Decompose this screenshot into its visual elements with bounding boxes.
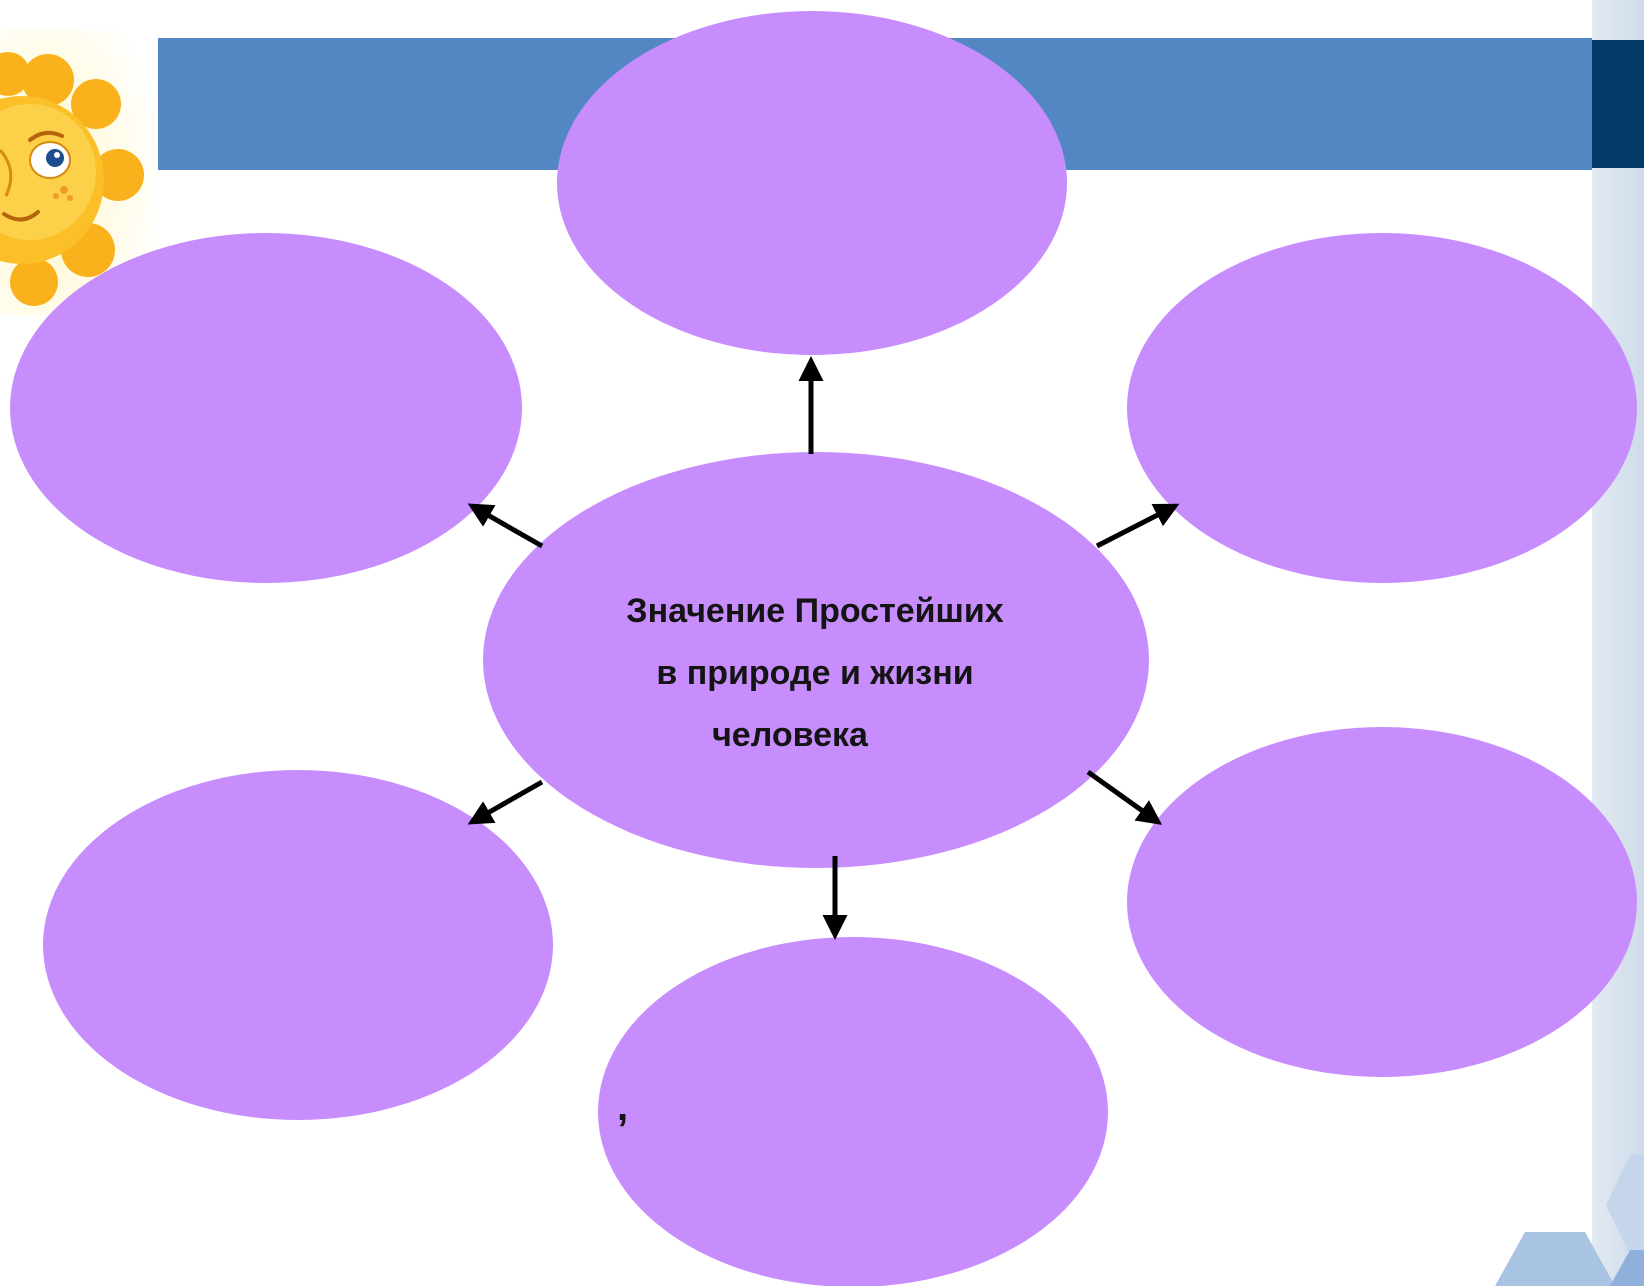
arrow-to-lower-right <box>1086 769 1163 825</box>
arrow-to-lower-left <box>467 779 544 825</box>
header-bar-dark <box>1592 40 1644 168</box>
node-lower-right <box>1127 727 1637 1077</box>
node-upper-left <box>10 233 522 583</box>
center-label-line-2: в природе и жизни <box>656 654 974 692</box>
center-label-line-3: человека <box>712 716 868 754</box>
node-lower-left <box>43 770 553 1120</box>
center-label-line-1: Значение Простейших <box>626 592 1004 630</box>
node-top <box>557 11 1067 355</box>
node-center <box>483 452 1149 868</box>
sun-mascot-icon <box>0 30 158 315</box>
connector-arrows <box>467 356 1180 940</box>
side-panel <box>1592 0 1644 1286</box>
node-bottom <box>598 937 1108 1286</box>
bottom-node-mark: , <box>617 1085 629 1129</box>
node-upper-right <box>1127 233 1637 583</box>
hexagon-decoration <box>1495 1155 1644 1286</box>
center-node-label: Значение Простейших в природе и жизни че… <box>520 580 1110 766</box>
arrow-to-upper-left <box>467 503 544 549</box>
arrow-to-upper-right <box>1095 503 1180 549</box>
